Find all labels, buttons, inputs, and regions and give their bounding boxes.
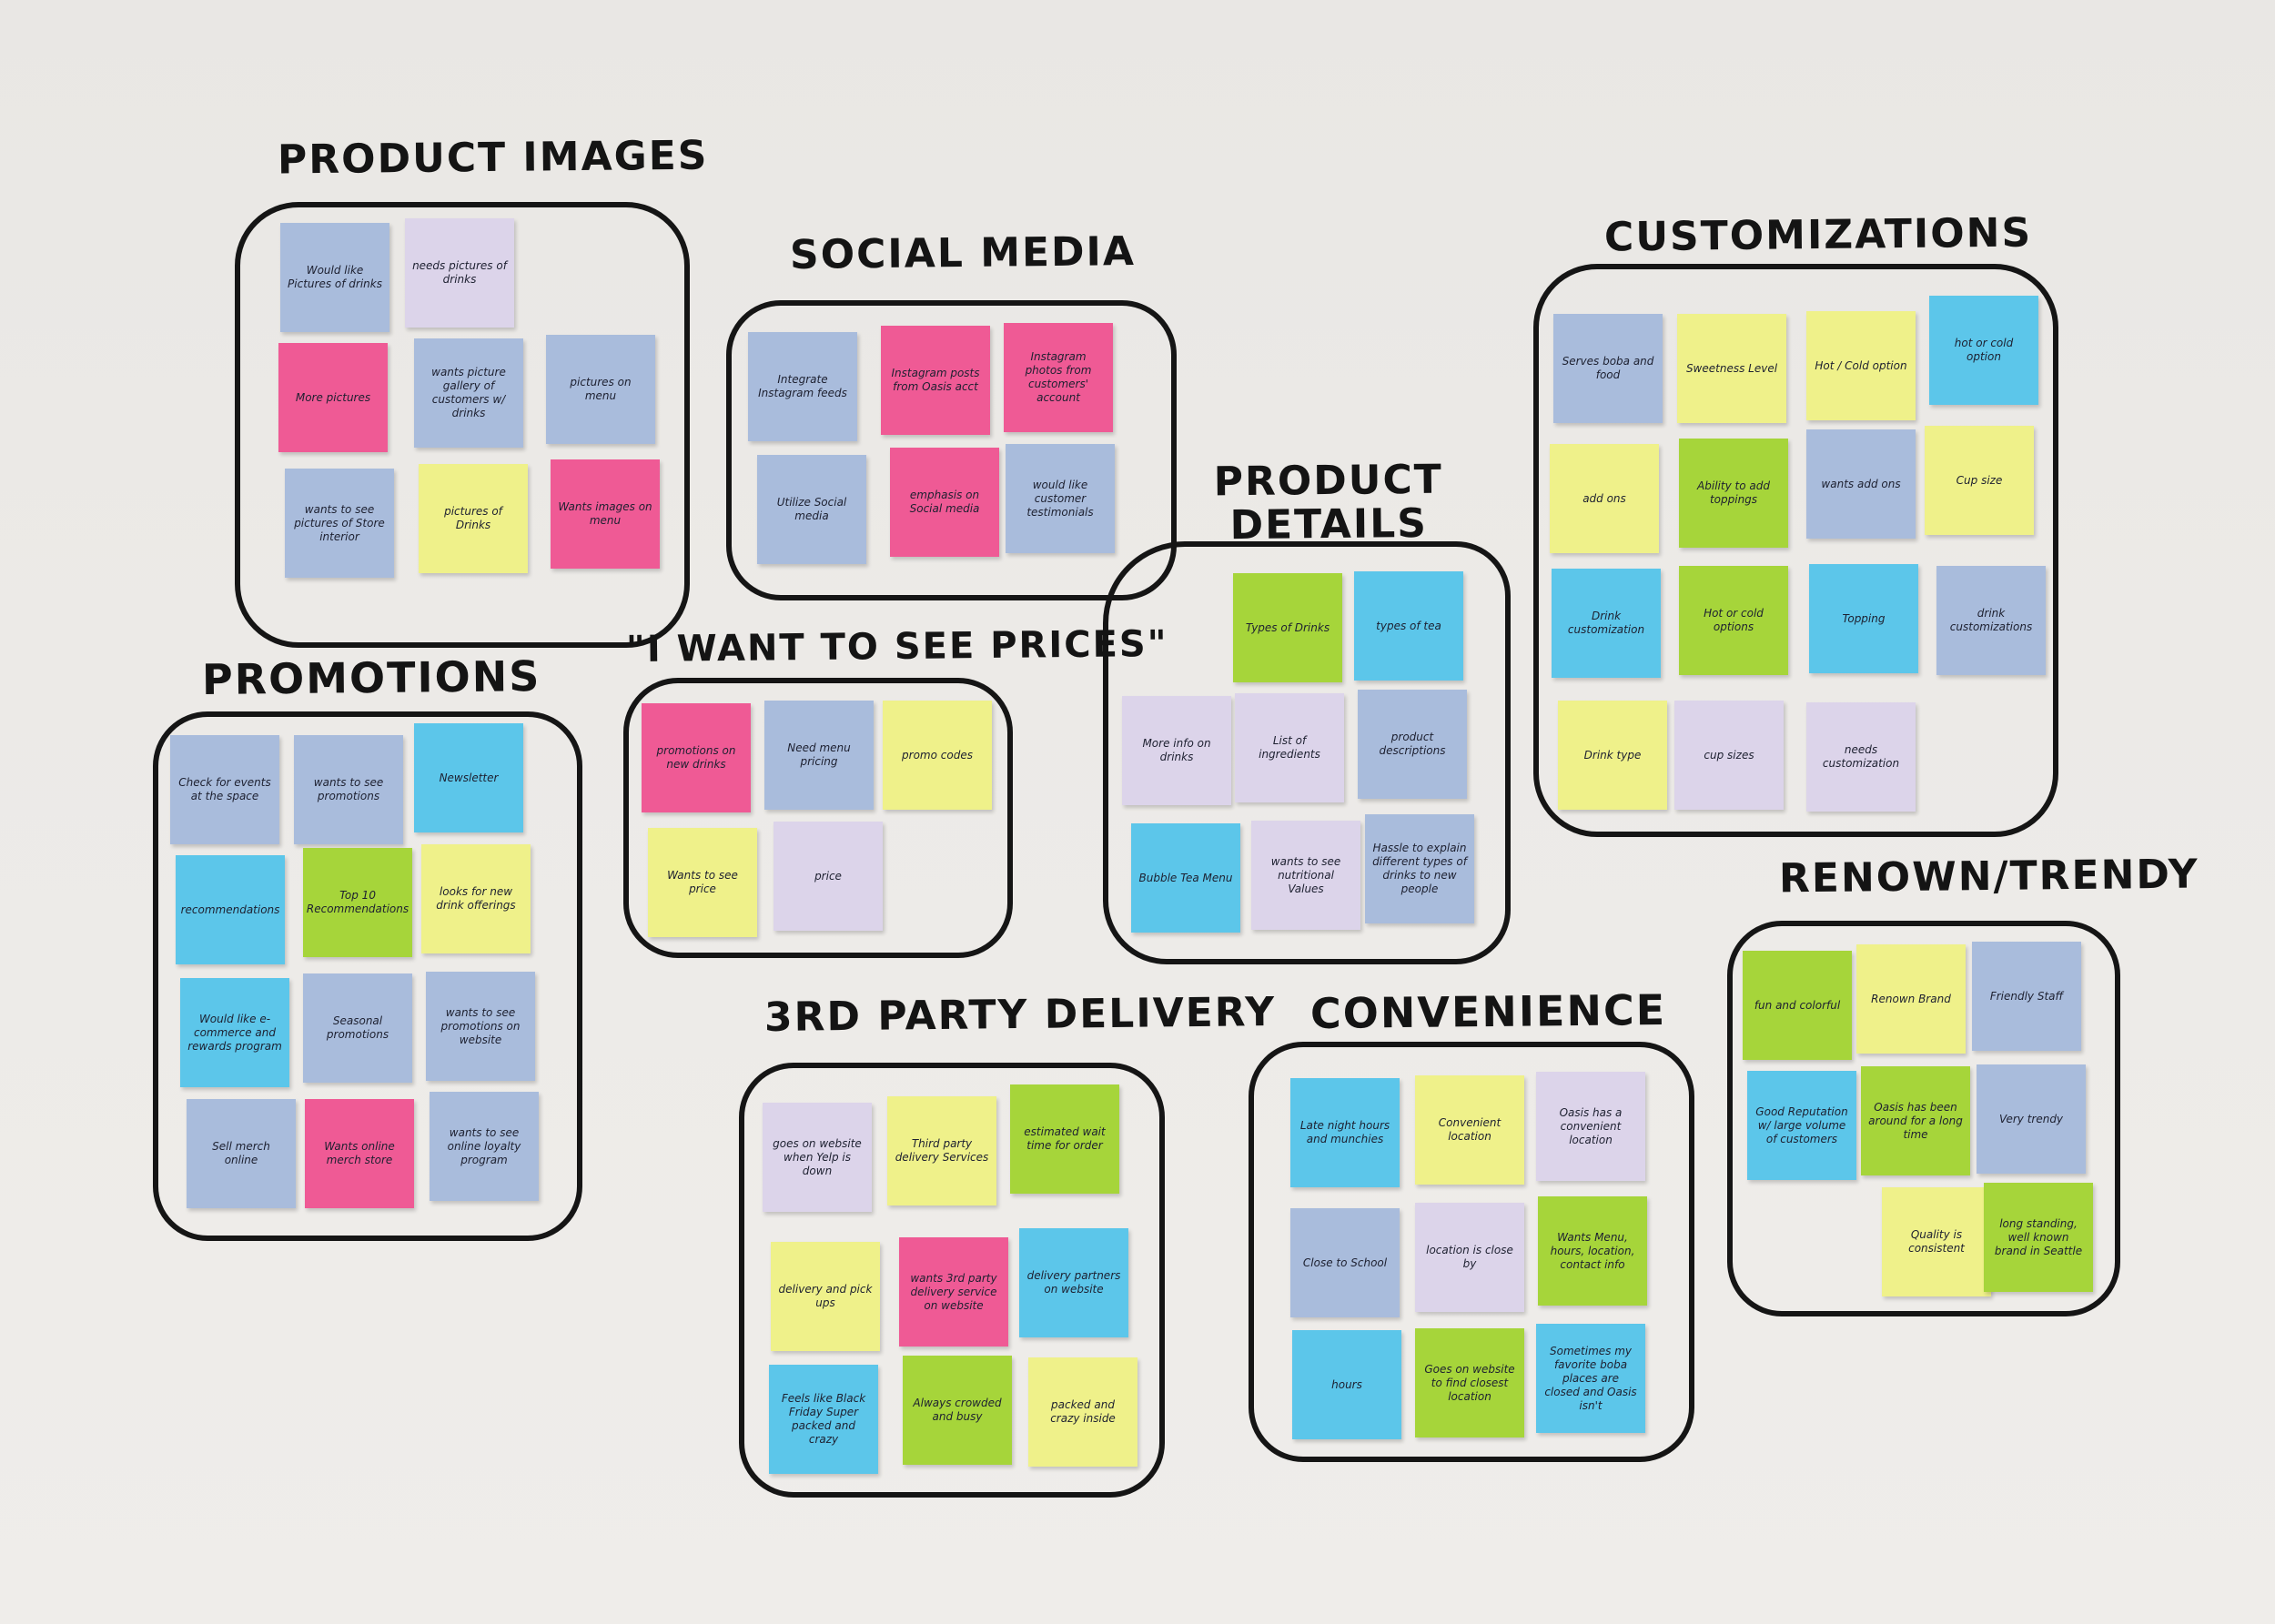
sticky-note: fun and colorful (1743, 951, 1852, 1060)
cluster-customizations (1533, 264, 2058, 837)
cluster-renown-trendy (1727, 921, 2120, 1316)
sticky-note: Wants to see price (648, 828, 757, 937)
sticky-note: Cup size (1925, 426, 2034, 535)
sticky-note: types of tea (1354, 571, 1463, 681)
sticky-note: promo codes (883, 701, 992, 810)
sticky-note: Wants online merch store (305, 1099, 414, 1208)
sticky-note: Would like Pictures of drinks (280, 223, 389, 332)
sticky-note: product descriptions (1358, 690, 1467, 799)
sticky-note: Seasonal promotions (303, 973, 412, 1083)
sticky-note: Hot or cold options (1679, 566, 1788, 675)
heading-social-media: SOCIAL MEDIA (789, 228, 1137, 278)
sticky-note: long standing, well known brand in Seatt… (1984, 1183, 2093, 1292)
sticky-note: looks for new drink offerings (421, 844, 531, 953)
sticky-note: Sometimes my favorite boba places are cl… (1536, 1324, 1645, 1433)
sticky-note: Friendly Staff (1972, 942, 2081, 1051)
sticky-note: pictures on menu (546, 335, 655, 444)
sticky-note: wants to see promotions on website (426, 972, 535, 1081)
cluster-promotions (153, 711, 582, 1241)
sticky-note: Drink type (1558, 701, 1667, 810)
sticky-note: Topping (1809, 564, 1918, 673)
sticky-note: Always crowded and busy (903, 1356, 1012, 1465)
sticky-note: delivery partners on website (1019, 1228, 1128, 1337)
cluster-social-media (726, 300, 1177, 600)
sticky-note: goes on website when Yelp is down (763, 1103, 872, 1212)
sticky-note: Wants Menu, hours, location, contact inf… (1538, 1196, 1647, 1306)
heading-promotions: PROMOTIONS (201, 651, 541, 704)
sticky-note: emphasis on Social media (890, 448, 999, 557)
sticky-note: Oasis has been around for a long time (1861, 1066, 1970, 1175)
cluster-prices (623, 678, 1013, 958)
cluster-product-images (235, 202, 690, 648)
sticky-note: packed and crazy inside (1028, 1357, 1138, 1467)
sticky-note: cup sizes (1674, 701, 1784, 810)
sticky-note: Quality is consistent (1882, 1187, 1991, 1296)
sticky-note: needs pictures of drinks (405, 218, 514, 328)
heading-customizations: CUSTOMIZATIONS (1603, 209, 2033, 261)
sticky-note: Feels like Black Friday Super packed and… (769, 1365, 878, 1474)
sticky-note: Would like e-commerce and rewards progra… (180, 978, 289, 1087)
cluster-product-details (1103, 541, 1511, 964)
sticky-note: Renown Brand (1856, 944, 1966, 1054)
sticky-note: Newsletter (414, 723, 523, 832)
sticky-note: hours (1292, 1330, 1401, 1439)
sticky-note: recommendations (176, 855, 285, 964)
sticky-note: add ons (1550, 444, 1659, 553)
sticky-note: More pictures (278, 343, 388, 452)
sticky-note: pictures of Drinks (419, 464, 528, 573)
sticky-note: Instagram posts from Oasis acct (881, 326, 990, 435)
sticky-note: location is close by (1415, 1203, 1524, 1312)
sticky-note: Wants images on menu (551, 459, 660, 569)
sticky-note: More info on drinks (1122, 696, 1231, 805)
sticky-note: would like customer testimonials (1006, 444, 1115, 553)
sticky-note: wants to see promotions (294, 735, 403, 844)
sticky-note: Check for events at the space (170, 735, 279, 844)
sticky-note: wants picture gallery of customers w/ dr… (414, 338, 523, 448)
sticky-note: price (774, 822, 883, 931)
sticky-note: Late night hours and munchies (1290, 1078, 1400, 1187)
sticky-note: wants 3rd party delivery service on webs… (899, 1237, 1008, 1347)
sticky-note: Need menu pricing (764, 701, 874, 810)
sticky-note: estimated wait time for order (1010, 1084, 1119, 1194)
sticky-note: Hassle to explain different types of dri… (1365, 814, 1474, 923)
sticky-note: Bubble Tea Menu (1131, 823, 1240, 933)
sticky-note: Ability to add toppings (1679, 439, 1788, 548)
sticky-note: Good Reputation w/ large volume of custo… (1747, 1071, 1856, 1180)
sticky-note: needs customization (1806, 702, 1916, 812)
sticky-note: Hot / Cold option (1806, 311, 1916, 420)
sticky-note: Convenient location (1415, 1075, 1524, 1185)
sticky-note: Sell merch online (187, 1099, 296, 1208)
sticky-note: Types of Drinks (1233, 573, 1342, 682)
heading-renown-trendy: RENOWN/TRENDY (1778, 851, 2199, 903)
cluster-convenience (1249, 1042, 1694, 1462)
heading-3rd-party-delivery: 3RD PARTY DELIVERY (763, 989, 1277, 1041)
sticky-note: Instagram photos from customers' account (1004, 323, 1113, 432)
sticky-note: Very trendy (1977, 1064, 2086, 1174)
sticky-note: wants to see pictures of Store interior (285, 469, 394, 578)
sticky-note: hot or cold option (1929, 296, 2038, 405)
sticky-note: Top 10 Recommendations (303, 848, 412, 957)
heading-i-want-to-see-prices: "I WANT TO SEE PRICES" (625, 622, 1168, 671)
sticky-note: Sweetness Level (1677, 314, 1786, 423)
sticky-note: Close to School (1290, 1208, 1400, 1317)
heading-product-details: PRODUCT DETAILS (1213, 456, 1444, 550)
sticky-note: Drink customization (1552, 569, 1661, 678)
sticky-note: Oasis has a convenient location (1536, 1072, 1645, 1181)
cluster-3rd-party-delivery (739, 1063, 1165, 1498)
sticky-note: drink customizations (1936, 566, 2046, 675)
sticky-note: Goes on website to find closest location (1415, 1328, 1524, 1437)
sticky-note: Utilize Social media (757, 455, 866, 564)
sticky-note: Integrate Instagram feeds (748, 332, 857, 441)
heading-convenience: CONVENIENCE (1309, 984, 1667, 1039)
sticky-note: Third party delivery Services (887, 1096, 996, 1205)
sticky-note: promotions on new drinks (642, 703, 751, 812)
sticky-note: delivery and pick ups (771, 1242, 880, 1351)
sticky-note: wants add ons (1806, 429, 1916, 539)
heading-product-images: PRODUCT IMAGES (277, 132, 709, 184)
sticky-note: wants to see online loyalty program (430, 1092, 539, 1201)
sticky-note: wants to see nutritional Values (1251, 821, 1360, 930)
sticky-note: Serves boba and food (1553, 314, 1663, 423)
sticky-note: List of ingredients (1235, 693, 1344, 802)
